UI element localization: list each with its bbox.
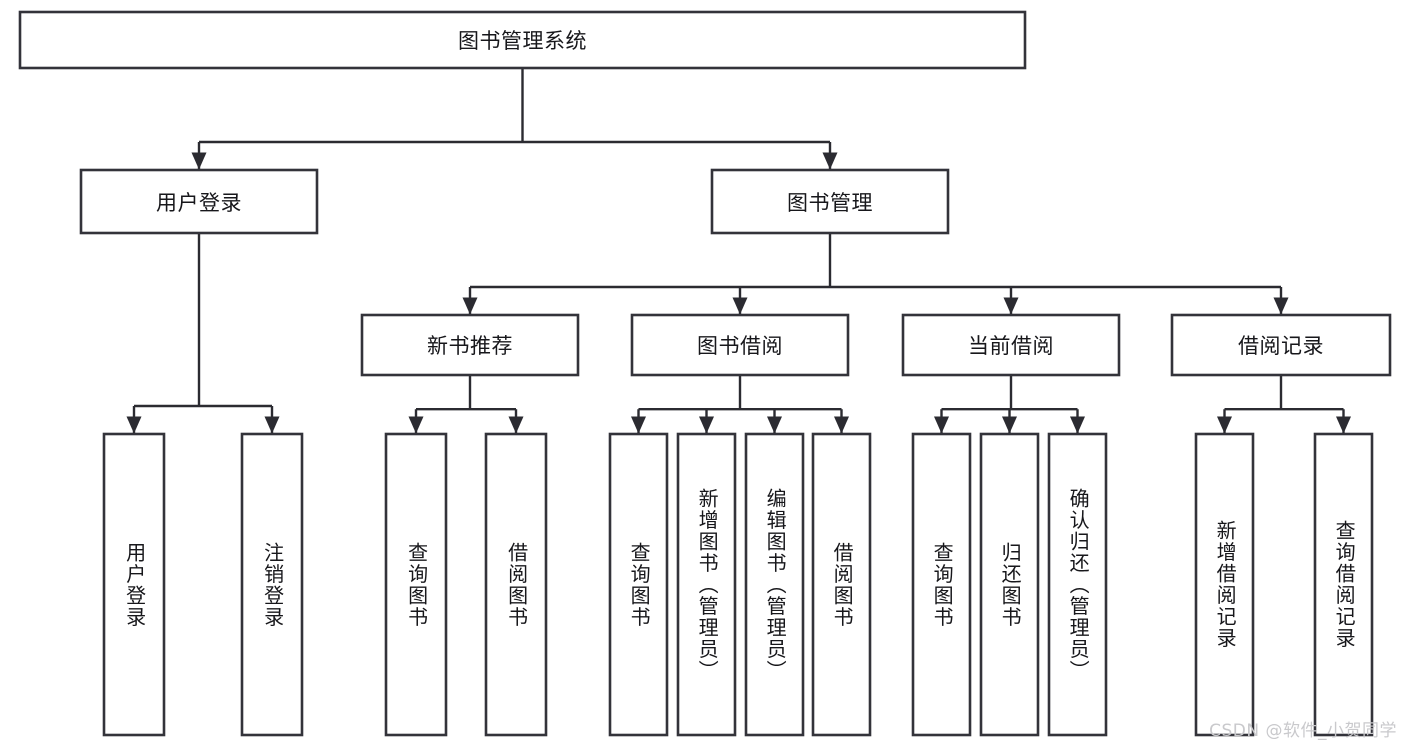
node-box-new-book-rec[interactable] <box>360 313 580 377</box>
arrow-head-user-login-1 <box>264 416 280 434</box>
arrow-head-book-manage-1 <box>732 297 748 315</box>
arrow-head-book-manage-2 <box>1003 297 1019 315</box>
arrow-head-book-borrow-1 <box>699 416 714 434</box>
edges-layer <box>126 68 1351 434</box>
node-box-leaf-add-book[interactable] <box>676 432 737 737</box>
node-box-leaf-borrow-book-1[interactable] <box>484 432 548 737</box>
node-box-book-borrow[interactable] <box>630 313 850 377</box>
node-box-user-login[interactable] <box>79 168 319 235</box>
node-box-leaf-return-book[interactable] <box>979 432 1040 737</box>
node-box-leaf-borrow-book-2[interactable] <box>811 432 872 737</box>
arrow-head-current-borrow-0 <box>934 416 949 434</box>
node-box-leaf-user-login[interactable] <box>102 432 166 737</box>
node-box-leaf-confirm-return[interactable] <box>1047 432 1108 737</box>
arrow-head-book-borrow-2 <box>767 416 782 434</box>
node-box-leaf-query-book-3[interactable] <box>911 432 972 737</box>
arrow-head-new-book-rec-0 <box>408 416 424 434</box>
arrow-head-user-login-0 <box>126 416 142 434</box>
arrow-head-root-0 <box>191 152 207 170</box>
node-box-borrow-record[interactable] <box>1170 313 1392 377</box>
node-box-leaf-query-book-2[interactable] <box>608 432 669 737</box>
arrow-head-book-manage-0 <box>462 297 478 315</box>
arrow-head-current-borrow-1 <box>1002 416 1017 434</box>
node-box-book-manage[interactable] <box>710 168 950 235</box>
node-box-leaf-user-logout[interactable] <box>240 432 304 737</box>
node-box-leaf-query-book-1[interactable] <box>384 432 448 737</box>
boxes-layer <box>18 10 1392 737</box>
arrow-head-root-1 <box>822 152 838 170</box>
arrow-head-borrow-record-1 <box>1336 416 1351 434</box>
node-box-leaf-query-record[interactable] <box>1313 432 1374 737</box>
arrow-head-book-borrow-0 <box>631 416 646 434</box>
arrow-head-new-book-rec-1 <box>508 416 524 434</box>
arrow-head-current-borrow-2 <box>1070 416 1085 434</box>
node-box-root[interactable] <box>18 10 1027 70</box>
arrow-head-book-manage-3 <box>1273 297 1289 315</box>
watermark-text: CSDN @软件_小贺同学 <box>1209 721 1397 741</box>
node-box-leaf-add-record[interactable] <box>1194 432 1255 737</box>
arrow-head-book-borrow-3 <box>834 416 849 434</box>
arrow-head-borrow-record-0 <box>1217 416 1232 434</box>
node-box-leaf-edit-book[interactable] <box>744 432 805 737</box>
node-box-current-borrow[interactable] <box>901 313 1121 377</box>
